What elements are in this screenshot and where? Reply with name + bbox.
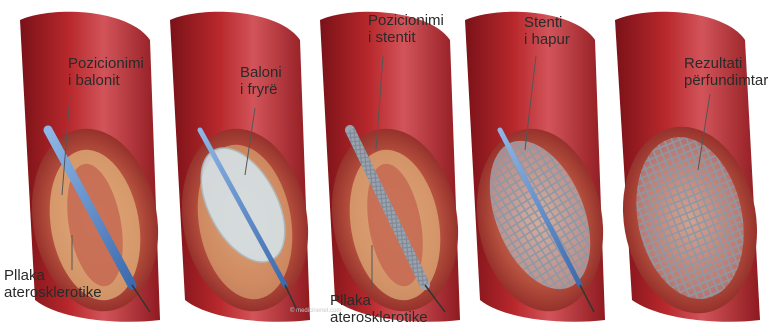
label-inflated-balloon: Baloni i fryrë	[240, 64, 282, 98]
label-balloon-positioning: Pozicionimi i balonit	[68, 55, 144, 89]
label-plaque-center: Pllaka aterosklerotike	[330, 292, 428, 326]
label-stent-open: Stenti i hapur	[524, 14, 570, 48]
panel-stent-open	[463, 12, 617, 322]
label-plaque-left: Pllaka aterosklerotike	[4, 267, 102, 301]
label-final-result: Rezultati përfundimtar	[684, 55, 768, 89]
panel-stent-positioning	[318, 12, 472, 322]
label-stent-positioning: Pozicionimi i stentit	[368, 12, 444, 46]
panel-inflated-balloon	[168, 12, 322, 322]
